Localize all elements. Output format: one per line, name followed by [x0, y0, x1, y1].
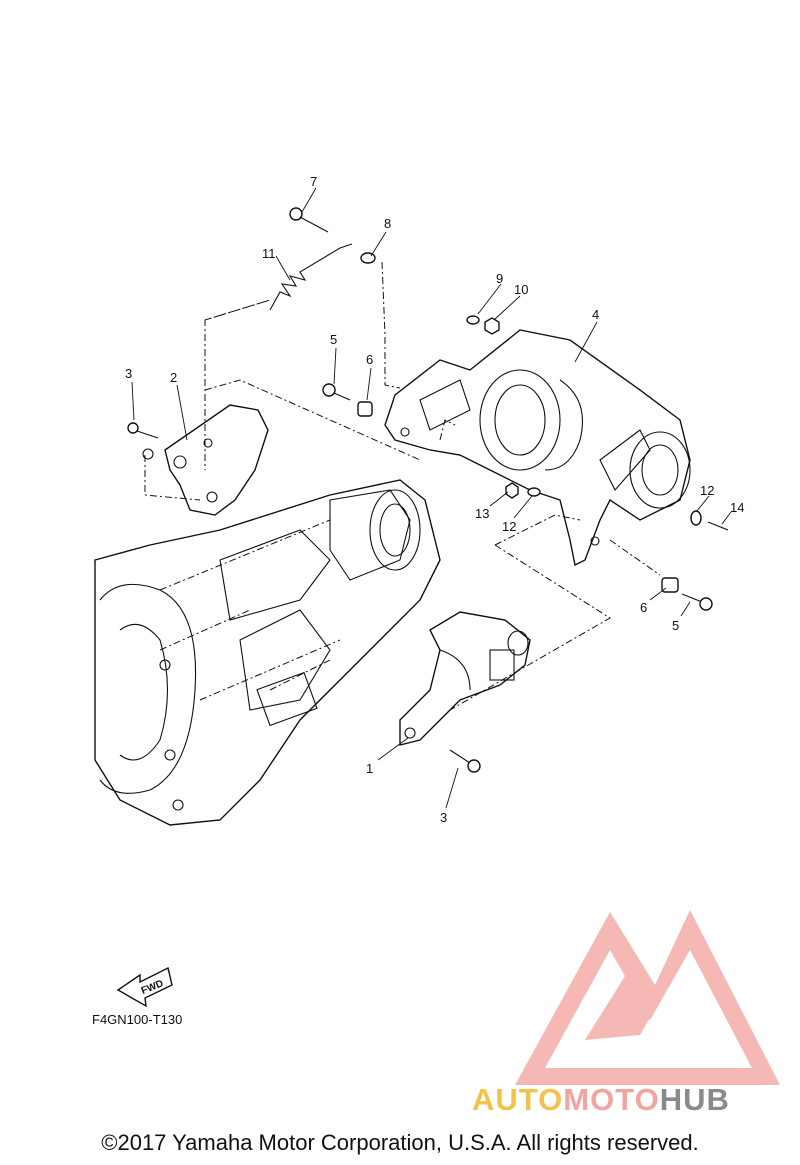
callout-14: 14	[730, 500, 744, 515]
copyright-notice: ©2017 Yamaha Motor Corporation, U.S.A. A…	[101, 1130, 699, 1155]
brand-moto: MOTO	[563, 1082, 660, 1117]
callout-7: 7	[310, 174, 317, 189]
callout-5-lower: 5	[672, 618, 679, 633]
callout-6-lower: 6	[640, 600, 647, 615]
watermark-brand: AUTOMOTOHUB	[472, 1082, 730, 1118]
callouts: 7 8 11 9 10 4 5 6 3 2 13 12 12 14 6 5 1 …	[125, 174, 744, 825]
callout-13: 13	[475, 506, 489, 521]
fwd-arrow-icon: FWD	[116, 966, 173, 1008]
callout-6-upper: 6	[366, 352, 373, 367]
callout-3-lower: 3	[440, 810, 447, 825]
brand-hub: HUB	[659, 1082, 730, 1117]
callout-12-left: 12	[502, 519, 516, 534]
callout-10: 10	[514, 282, 528, 297]
callout-8: 8	[384, 216, 391, 231]
mount-bracket-2	[142, 404, 269, 516]
callout-1: 1	[366, 761, 373, 776]
callout-3-left: 3	[125, 366, 132, 381]
leader-lines	[131, 187, 732, 809]
callout-12-right: 12	[700, 483, 714, 498]
watermark-logo-icon	[515, 910, 780, 1085]
diagram-code: F4GN100-T130	[92, 1012, 183, 1027]
callout-4: 4	[592, 307, 599, 322]
engine-block	[94, 479, 441, 826]
callout-2: 2	[170, 370, 177, 385]
exhaust-housing	[384, 329, 691, 567]
assembly-lines	[144, 261, 661, 711]
fasteners	[127, 207, 729, 773]
callout-5-upper: 5	[330, 332, 337, 347]
brand-auto: AUTO	[472, 1082, 564, 1117]
callout-11: 11	[262, 246, 276, 261]
callout-9: 9	[496, 271, 503, 286]
mount-bracket-1	[399, 611, 531, 746]
